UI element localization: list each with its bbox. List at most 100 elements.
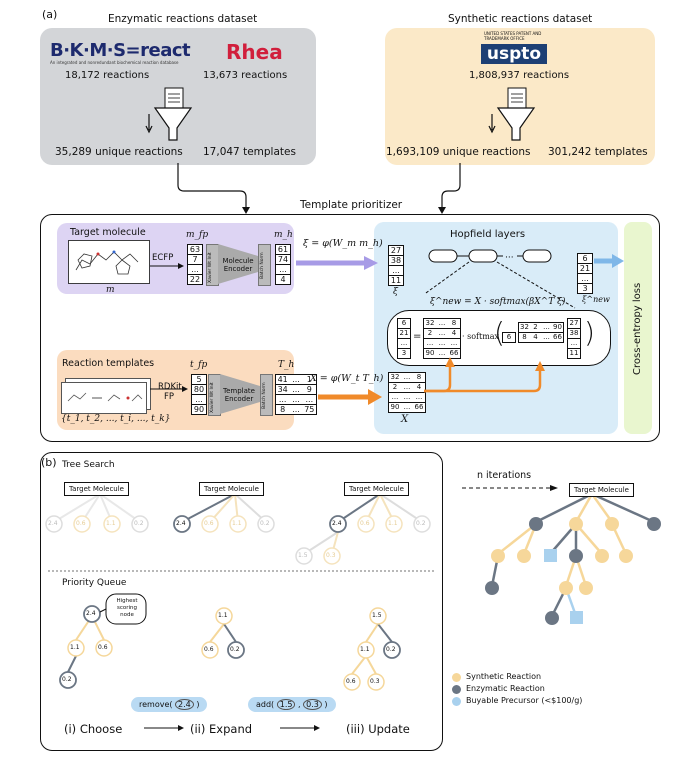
bkms-count: 18,172 reactions [65, 70, 150, 81]
step-choose: (i) Choose [64, 722, 123, 736]
t3-node-label: 1.1 [388, 520, 398, 527]
t3-child-label: 0.3 [326, 552, 336, 559]
cross-entropy-loss-label: Cross-entropy loss [632, 282, 643, 375]
q2-node-label: 1.1 [218, 612, 228, 619]
encoder-trapezoid [218, 244, 258, 284]
tree-search-diagram [45, 493, 435, 731]
softmax-label: · softmax [462, 332, 500, 341]
t3-node-label: 2.4 [332, 520, 342, 527]
q2-node-label: 0.6 [204, 646, 214, 653]
step-expand: (ii) Expand [190, 722, 253, 736]
t-h-label: T_h [278, 360, 295, 370]
enzymatic-unique-count: 35,289 unique reactions [55, 146, 183, 158]
q1-node-label: 1.1 [70, 644, 80, 651]
paren-open: ( [494, 316, 505, 349]
final-tree-diagram [462, 485, 661, 625]
x-matrix: 32...8 2...4 ......... 90...66 [388, 372, 426, 413]
reaction-templates-label: Reaction templates [62, 358, 155, 369]
enzymatic-legend-swatch [452, 685, 461, 694]
t1-node-label: 0.2 [134, 520, 144, 527]
xi-equation: ξ = φ(W_m m_h) [303, 238, 383, 249]
final-target-molecule: Target Molecule [569, 483, 634, 497]
tree2-target-molecule: Target Molecule [199, 482, 264, 496]
template-encoder-label: Template Encoder [223, 387, 255, 403]
t3-node-label: 0.6 [360, 520, 370, 527]
template-card [61, 382, 147, 414]
panel-a-label: (a) [42, 8, 58, 21]
tree1-target-molecule: Target Molecule [64, 482, 129, 496]
xi-label: ξ [393, 287, 398, 297]
synthetic-dataset-title: Synthetic reactions dataset [448, 13, 593, 25]
t2-node-label: 2.4 [176, 520, 186, 527]
equals-sign: = [413, 331, 422, 342]
t1-node-label: 0.6 [76, 520, 86, 527]
t1-node-label: 2.4 [48, 520, 58, 527]
n-iterations-label: n iterations [477, 470, 532, 481]
t3-node-label: 0.2 [416, 520, 426, 527]
step-update: (iii) Update [346, 722, 410, 736]
funnel-icon [145, 87, 193, 141]
blue-arrow [594, 254, 624, 268]
q3-node-label: 0.3 [370, 678, 380, 685]
arrow-icon [150, 263, 184, 269]
t-fp-label: t_fp [190, 360, 208, 370]
ecfp-label: ECFP [152, 253, 174, 263]
orange-feedback-arrows [424, 357, 545, 393]
target-molecule-label: Target molecule [70, 227, 146, 238]
molecule-encoder-label: Molecule Encoder [222, 257, 254, 273]
enzymatic-dataset-title: Enzymatic reactions dataset [108, 13, 258, 25]
buyable-legend-label: Buyable Precursor (<$100/g) [466, 696, 583, 705]
highest-scoring-callout: Highest scoring node [116, 598, 138, 618]
t1-node-label: 1.1 [106, 520, 116, 527]
add-pill: add( 1.5 , 0.3 ) [248, 697, 336, 712]
encoder-trapezoid [220, 374, 260, 414]
dataset-connectors [177, 163, 461, 214]
xi-new-equation: ξ^new = X · softmax(βX^T ξ) [430, 297, 566, 307]
synthetic-legend-label: Synthetic Reaction [466, 672, 542, 681]
tree3-target-molecule: Target Molecule [344, 482, 409, 496]
prioritizer-box [40, 214, 660, 442]
m-h-label: m_h [274, 230, 293, 240]
t-h-matrix: 41...1 34...9 ......... 8...75 [275, 374, 317, 415]
arrow-icon [150, 386, 188, 392]
enzymatic-legend-label: Enzymatic Reaction [466, 684, 545, 693]
t2-node-label: 0.6 [204, 520, 214, 527]
hopfield-layers-diagram: ··· [425, 249, 576, 309]
m-fp-label: m_fp [186, 230, 209, 240]
t2-node-label: 0.2 [260, 520, 270, 527]
batchnorm-layer: Batch Norm [260, 374, 273, 416]
remove-pill: remove( 2.4 ) [131, 697, 208, 712]
x-equation: X = φ(W_t T_h) [310, 373, 384, 384]
m-label: m [106, 285, 115, 295]
rhea-count: 13,673 reactions [203, 70, 288, 81]
paren-close: ) [584, 316, 595, 349]
q1-node-label: 0.6 [98, 644, 108, 651]
funnel-icon [488, 87, 536, 141]
q2-node-label: 0.2 [230, 646, 240, 653]
inner-six-cell: 6 [502, 332, 516, 343]
synthetic-legend-swatch [452, 673, 461, 682]
rhea-logo: Rhea [226, 40, 283, 64]
t3-child-label: 1.5 [298, 552, 308, 559]
template-set: {t_1, t_2, ..., t_i, ..., t_k} [61, 414, 171, 424]
q3-node-label: 1.1 [360, 646, 370, 653]
molecule-structure-icon [68, 240, 150, 284]
uspto-logo: uspto [481, 44, 547, 64]
orange-arrow [318, 389, 382, 405]
x-label: X [401, 414, 409, 425]
purple-arrow [296, 256, 378, 270]
enzymatic-template-count: 17,047 templates [203, 146, 296, 158]
t2-node-label: 1.1 [232, 520, 242, 527]
synthetic-template-count: 301,242 templates [548, 146, 648, 158]
q1-node-label: 2.4 [86, 610, 96, 617]
bkms-subtitle: An integrated and nonredundant biochemic… [50, 60, 179, 65]
panel-b-label: (b) [41, 456, 57, 469]
buyable-legend-swatch [452, 697, 461, 706]
bkms-logo: B·K·M·S=react [50, 40, 191, 61]
